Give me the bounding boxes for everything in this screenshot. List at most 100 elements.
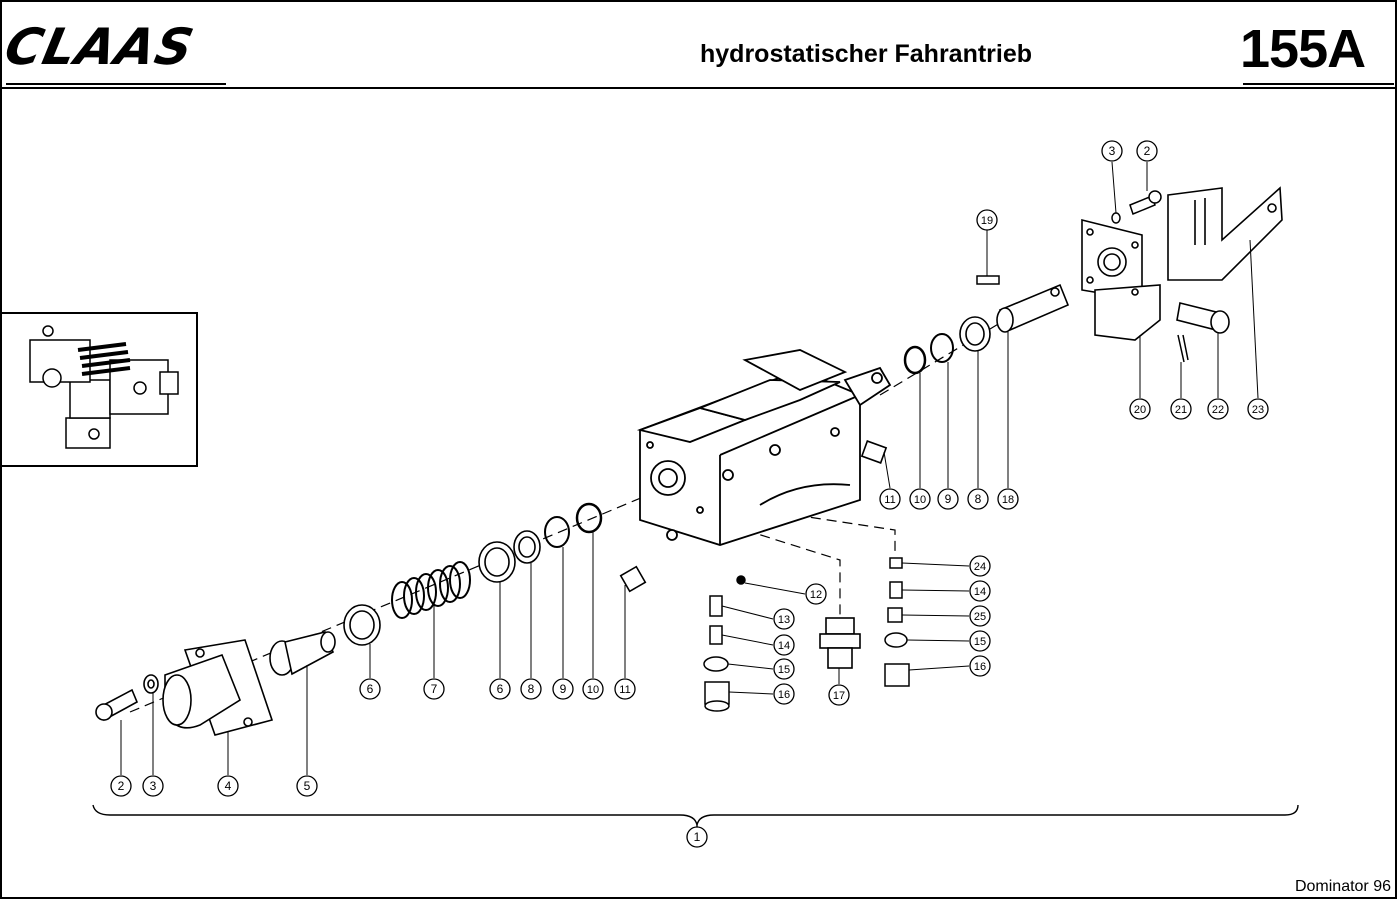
callout-circle [773, 683, 795, 705]
callout-label: 11 [884, 494, 895, 506]
callout-8b: 8 [967, 488, 989, 510]
callout-label: 20 [1134, 404, 1146, 416]
part-bracket-20 [1081, 218, 1161, 341]
callout-6a: 6 [359, 678, 381, 700]
callout-label: 15 [778, 664, 790, 676]
callout-label: 8 [975, 492, 982, 506]
callout-circle [520, 678, 542, 700]
callout-13: 13 [773, 608, 795, 630]
callout-circle [582, 678, 604, 700]
callout-label: 16 [778, 689, 790, 701]
part-spring-7 [391, 561, 471, 619]
callout-9a: 9 [552, 678, 574, 700]
callout-1: 1 [686, 826, 708, 848]
callout-20: 20 [1129, 398, 1151, 420]
part-pin-19 [976, 275, 1000, 285]
callout-9b: 9 [937, 488, 959, 510]
callout-circle [805, 583, 827, 605]
callout-circle [969, 555, 991, 577]
callout-circle [969, 630, 991, 652]
callout-label: 2 [1144, 144, 1151, 158]
assembly-bracket [92, 804, 1299, 830]
callout-label: 13 [778, 614, 790, 626]
part-screw-2 [95, 688, 139, 722]
callout-circle [773, 608, 795, 630]
callout-label: 6 [367, 682, 374, 696]
callout-label: 17 [833, 690, 845, 702]
callout-circle [1207, 398, 1229, 420]
callout-circle [614, 678, 636, 700]
callout-3b: 3 [1101, 140, 1123, 162]
callout-12: 12 [805, 583, 827, 605]
callout-8a: 8 [520, 678, 542, 700]
part-plug-5 [269, 631, 336, 676]
callout-23: 23 [1247, 398, 1269, 420]
callout-circle [423, 678, 445, 700]
callout-2a: 2 [110, 775, 132, 797]
model-label: Dominator 96 [1294, 878, 1391, 895]
callout-10a: 10 [582, 678, 604, 700]
callout-label: 23 [1252, 404, 1264, 416]
callout-circle [1101, 140, 1123, 162]
callout-18: 18 [997, 488, 1019, 510]
part-ring-9a [544, 516, 570, 548]
callout-label: 22 [1212, 404, 1224, 416]
callout-circle [773, 634, 795, 656]
callout-label: 24 [974, 561, 986, 573]
callout-label: 25 [974, 611, 986, 623]
callout-15a: 15 [773, 658, 795, 680]
callout-circle [969, 580, 991, 602]
callout-6b: 6 [489, 678, 511, 700]
leader-lines [120, 161, 1259, 775]
callout-circle [969, 655, 991, 677]
callout-circle [969, 605, 991, 627]
part-washer-3 [143, 674, 159, 694]
callout-5: 5 [296, 775, 318, 797]
callout-7: 7 [423, 678, 445, 700]
part-ring-8b [959, 316, 991, 352]
part-lever-23 [1167, 186, 1283, 281]
callout-circle [967, 488, 989, 510]
part-sleeve-6a [343, 604, 381, 646]
callout-label: 2 [118, 779, 125, 793]
part-ring-8a [513, 530, 541, 564]
callout-circle [909, 488, 931, 510]
part-bushing-11a [619, 565, 647, 593]
callout-11a: 11 [614, 678, 636, 700]
callout-circle [296, 775, 318, 797]
callout-circle [879, 488, 901, 510]
callout-circle [686, 826, 708, 848]
callout-10b: 10 [909, 488, 931, 510]
part-washer-3b [1111, 212, 1121, 224]
callout-label: 9 [560, 682, 567, 696]
brand-logo: CLAAS [0, 18, 200, 76]
part-stack-24-16 [884, 557, 910, 687]
callout-label: 12 [810, 589, 822, 601]
part-sleeve-6b [478, 541, 516, 583]
callout-label: 11 [619, 684, 630, 696]
callout-label: 6 [497, 682, 504, 696]
callout-16a: 16 [773, 683, 795, 705]
callout-22: 22 [1207, 398, 1229, 420]
callout-19: 19 [976, 209, 998, 231]
callout-label: 4 [225, 779, 232, 793]
callout-label: 3 [150, 779, 157, 793]
part-pin-21 [1177, 334, 1189, 363]
callout-label: 16 [974, 661, 986, 673]
callout-circle [997, 488, 1019, 510]
callout-14a: 14 [773, 634, 795, 656]
callout-label: 14 [778, 640, 790, 652]
callout-16b: 16 [969, 655, 991, 677]
callout-label: 1 [694, 830, 701, 844]
callout-circle [1247, 398, 1269, 420]
callout-circle [937, 488, 959, 510]
callout-11b: 11 [879, 488, 901, 510]
callout-15b: 15 [969, 630, 991, 652]
callout-label: 3 [1109, 144, 1116, 158]
callout-circle [773, 658, 795, 680]
callout-label: 5 [304, 779, 311, 793]
part-ring-10a [575, 502, 603, 534]
callout-2b: 2 [1136, 140, 1158, 162]
